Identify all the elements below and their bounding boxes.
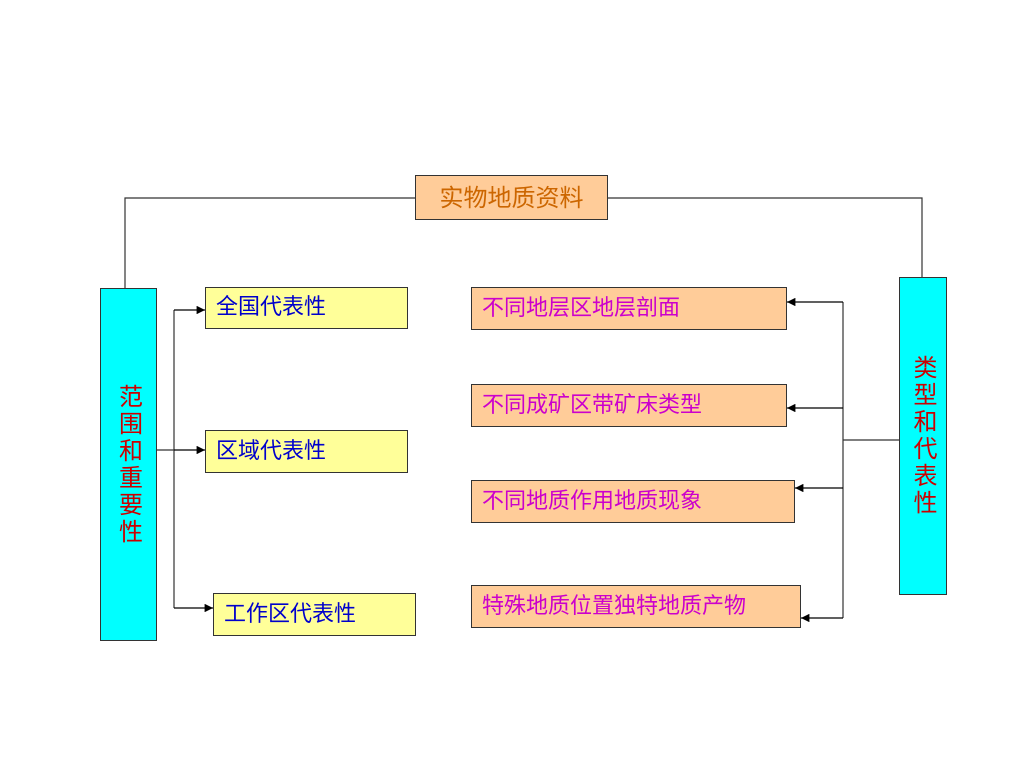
root-node: 实物地质资料 <box>415 175 608 220</box>
right-child-label: 特殊地质位置独特地质产物 <box>482 593 747 619</box>
right-child-node-2: 不同成矿区带矿床类型 <box>471 384 787 427</box>
right-child-label: 不同地层区地层剖面 <box>482 295 681 321</box>
root-to-left-line <box>124 197 415 288</box>
root-to-right-line <box>608 197 923 277</box>
root-label: 实物地质资料 <box>439 183 584 212</box>
right-child-label: 不同成矿区带矿床类型 <box>482 392 703 418</box>
right-child-node-1: 不同地层区地层剖面 <box>471 287 787 330</box>
left-child-label: 区域代表性 <box>216 438 327 464</box>
left-child-label: 工作区代表性 <box>224 601 357 627</box>
left-child-node-3: 工作区代表性 <box>213 593 416 636</box>
left-child-node-2: 区域代表性 <box>205 430 408 473</box>
left-child-node-1: 全国代表性 <box>205 287 408 329</box>
right-child-node-3: 不同地质作用地质现象 <box>471 480 795 523</box>
left-child-label: 全国代表性 <box>216 295 327 320</box>
right-child-label: 不同地质作用地质现象 <box>482 488 703 514</box>
left-branch-label: 范围和重要性 <box>114 383 143 546</box>
right-branch-label: 类型和代表性 <box>909 355 937 517</box>
right-branch-node: 类型和代表性 <box>899 277 947 595</box>
right-child-node-4: 特殊地质位置独特地质产物 <box>471 585 801 628</box>
left-branch-node: 范围和重要性 <box>100 288 157 641</box>
